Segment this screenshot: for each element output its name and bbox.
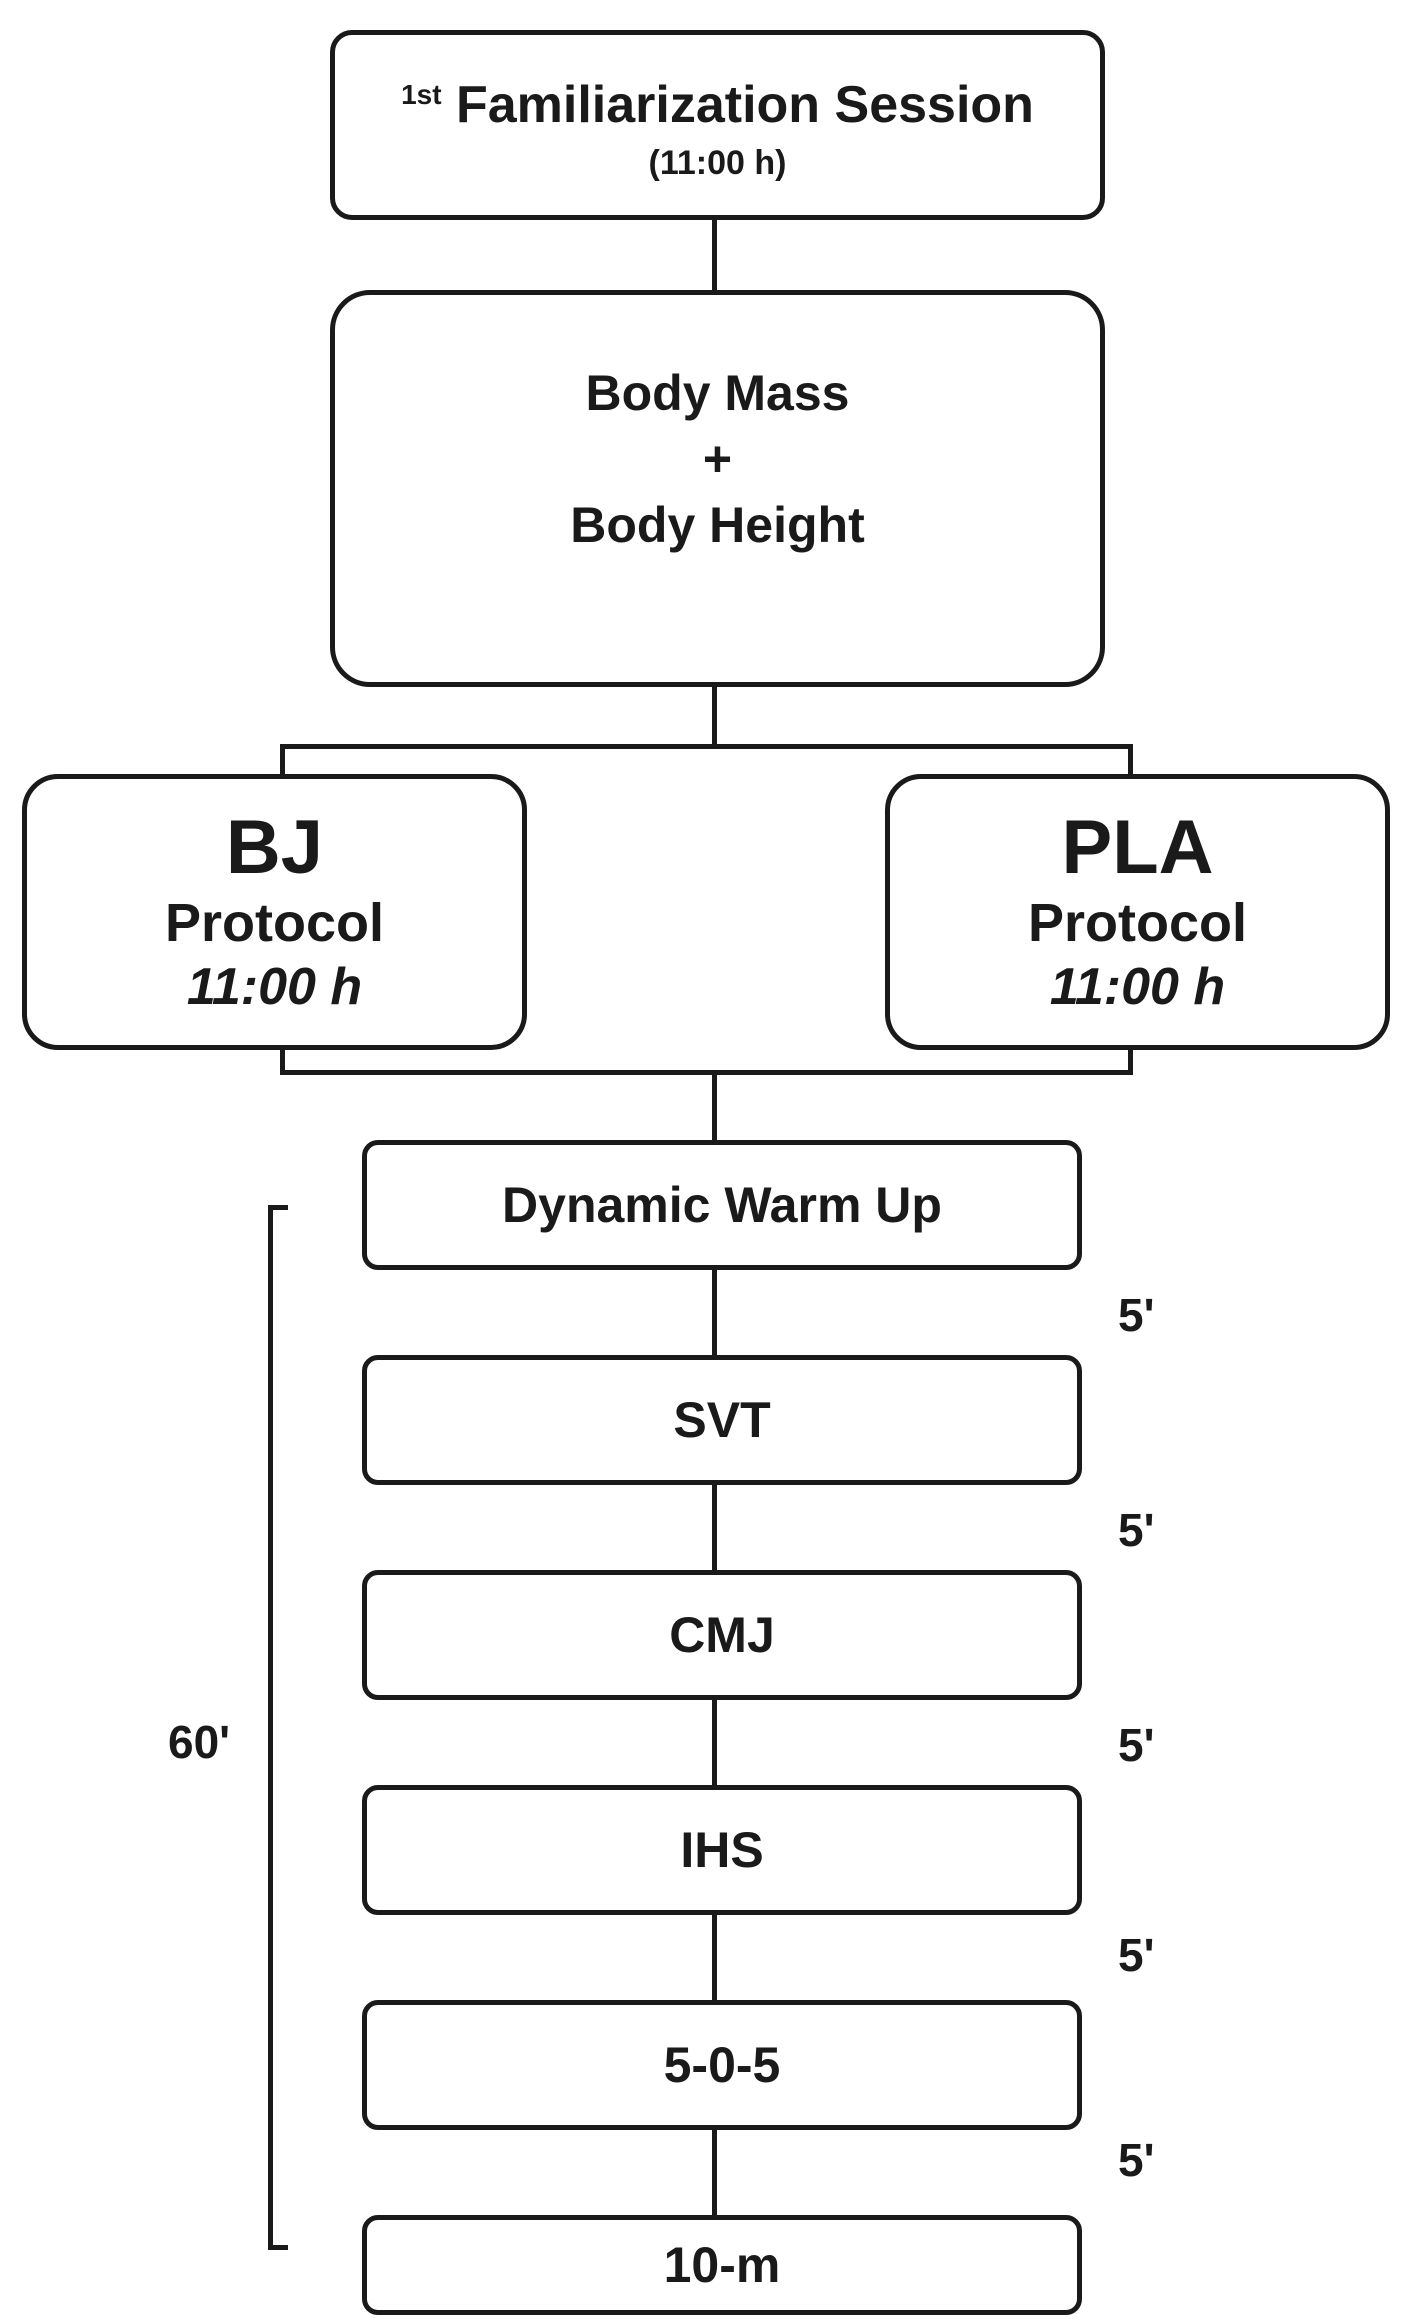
bj-protocol-time: 11:00 h <box>186 958 363 1016</box>
plus-label: + <box>702 431 733 487</box>
interval-label: 5' <box>1118 1719 1155 1771</box>
duration-bracket-top <box>268 1205 288 1210</box>
total-duration-label: 60' <box>168 1716 231 1768</box>
interval-label: 5' <box>1118 2134 1155 2186</box>
body-height-label: Body Height <box>570 497 865 553</box>
familiarization-time: (11:00 h) <box>648 144 787 182</box>
duration-bracket-vertical <box>268 1205 273 2250</box>
familiarization-title: Familiarization Session <box>455 76 1034 134</box>
pla-protocol-name: PLA <box>1061 805 1214 890</box>
familiarization-session-box: 1st Familiarization Session (11:00 h) <box>330 30 1105 220</box>
interval-label: 5' <box>1118 1289 1155 1341</box>
connector-line <box>1128 744 1133 779</box>
anthropometrics-box: Body Mass + Body Height <box>330 290 1105 687</box>
connector-line <box>712 2125 717 2220</box>
connector-line <box>712 1070 717 1145</box>
connector-line <box>280 1045 285 1075</box>
bj-protocol-name: BJ <box>225 805 324 890</box>
branch-bar-bottom <box>280 1070 1133 1075</box>
pla-protocol-box: PLA Protocol 11:00 h <box>885 774 1390 1050</box>
connector-line <box>712 682 717 749</box>
familiarization-superscript: 1st <box>401 79 442 110</box>
step-svt: SVT <box>362 1355 1082 1485</box>
body-mass-label: Body Mass <box>585 365 850 421</box>
connector-line <box>712 1480 717 1575</box>
interval-label: 5' <box>1118 1929 1155 1981</box>
interval-label: 5' <box>1118 1504 1155 1556</box>
bj-protocol-box: BJ Protocol 11:00 h <box>22 774 527 1050</box>
connector-line <box>1128 1045 1133 1075</box>
bj-protocol-label: Protocol <box>164 893 384 953</box>
step-10-m: 10-m <box>362 2215 1082 2315</box>
step-5-0-5: 5-0-5 <box>362 2000 1082 2130</box>
connector-line <box>712 1695 717 1790</box>
pla-protocol-time: 11:00 h <box>1049 958 1226 1016</box>
connector-line <box>712 215 717 295</box>
connector-line <box>712 1265 717 1360</box>
duration-bracket-bottom <box>268 2245 288 2250</box>
step-cmj: CMJ <box>362 1570 1082 1700</box>
step-dynamic-warm-up: Dynamic Warm Up <box>362 1140 1082 1270</box>
branch-bar-top <box>280 744 1133 749</box>
connector-line <box>712 1910 717 2005</box>
pla-protocol-label: Protocol <box>1027 893 1247 953</box>
connector-line <box>280 744 285 779</box>
step-ihs: IHS <box>362 1785 1082 1915</box>
